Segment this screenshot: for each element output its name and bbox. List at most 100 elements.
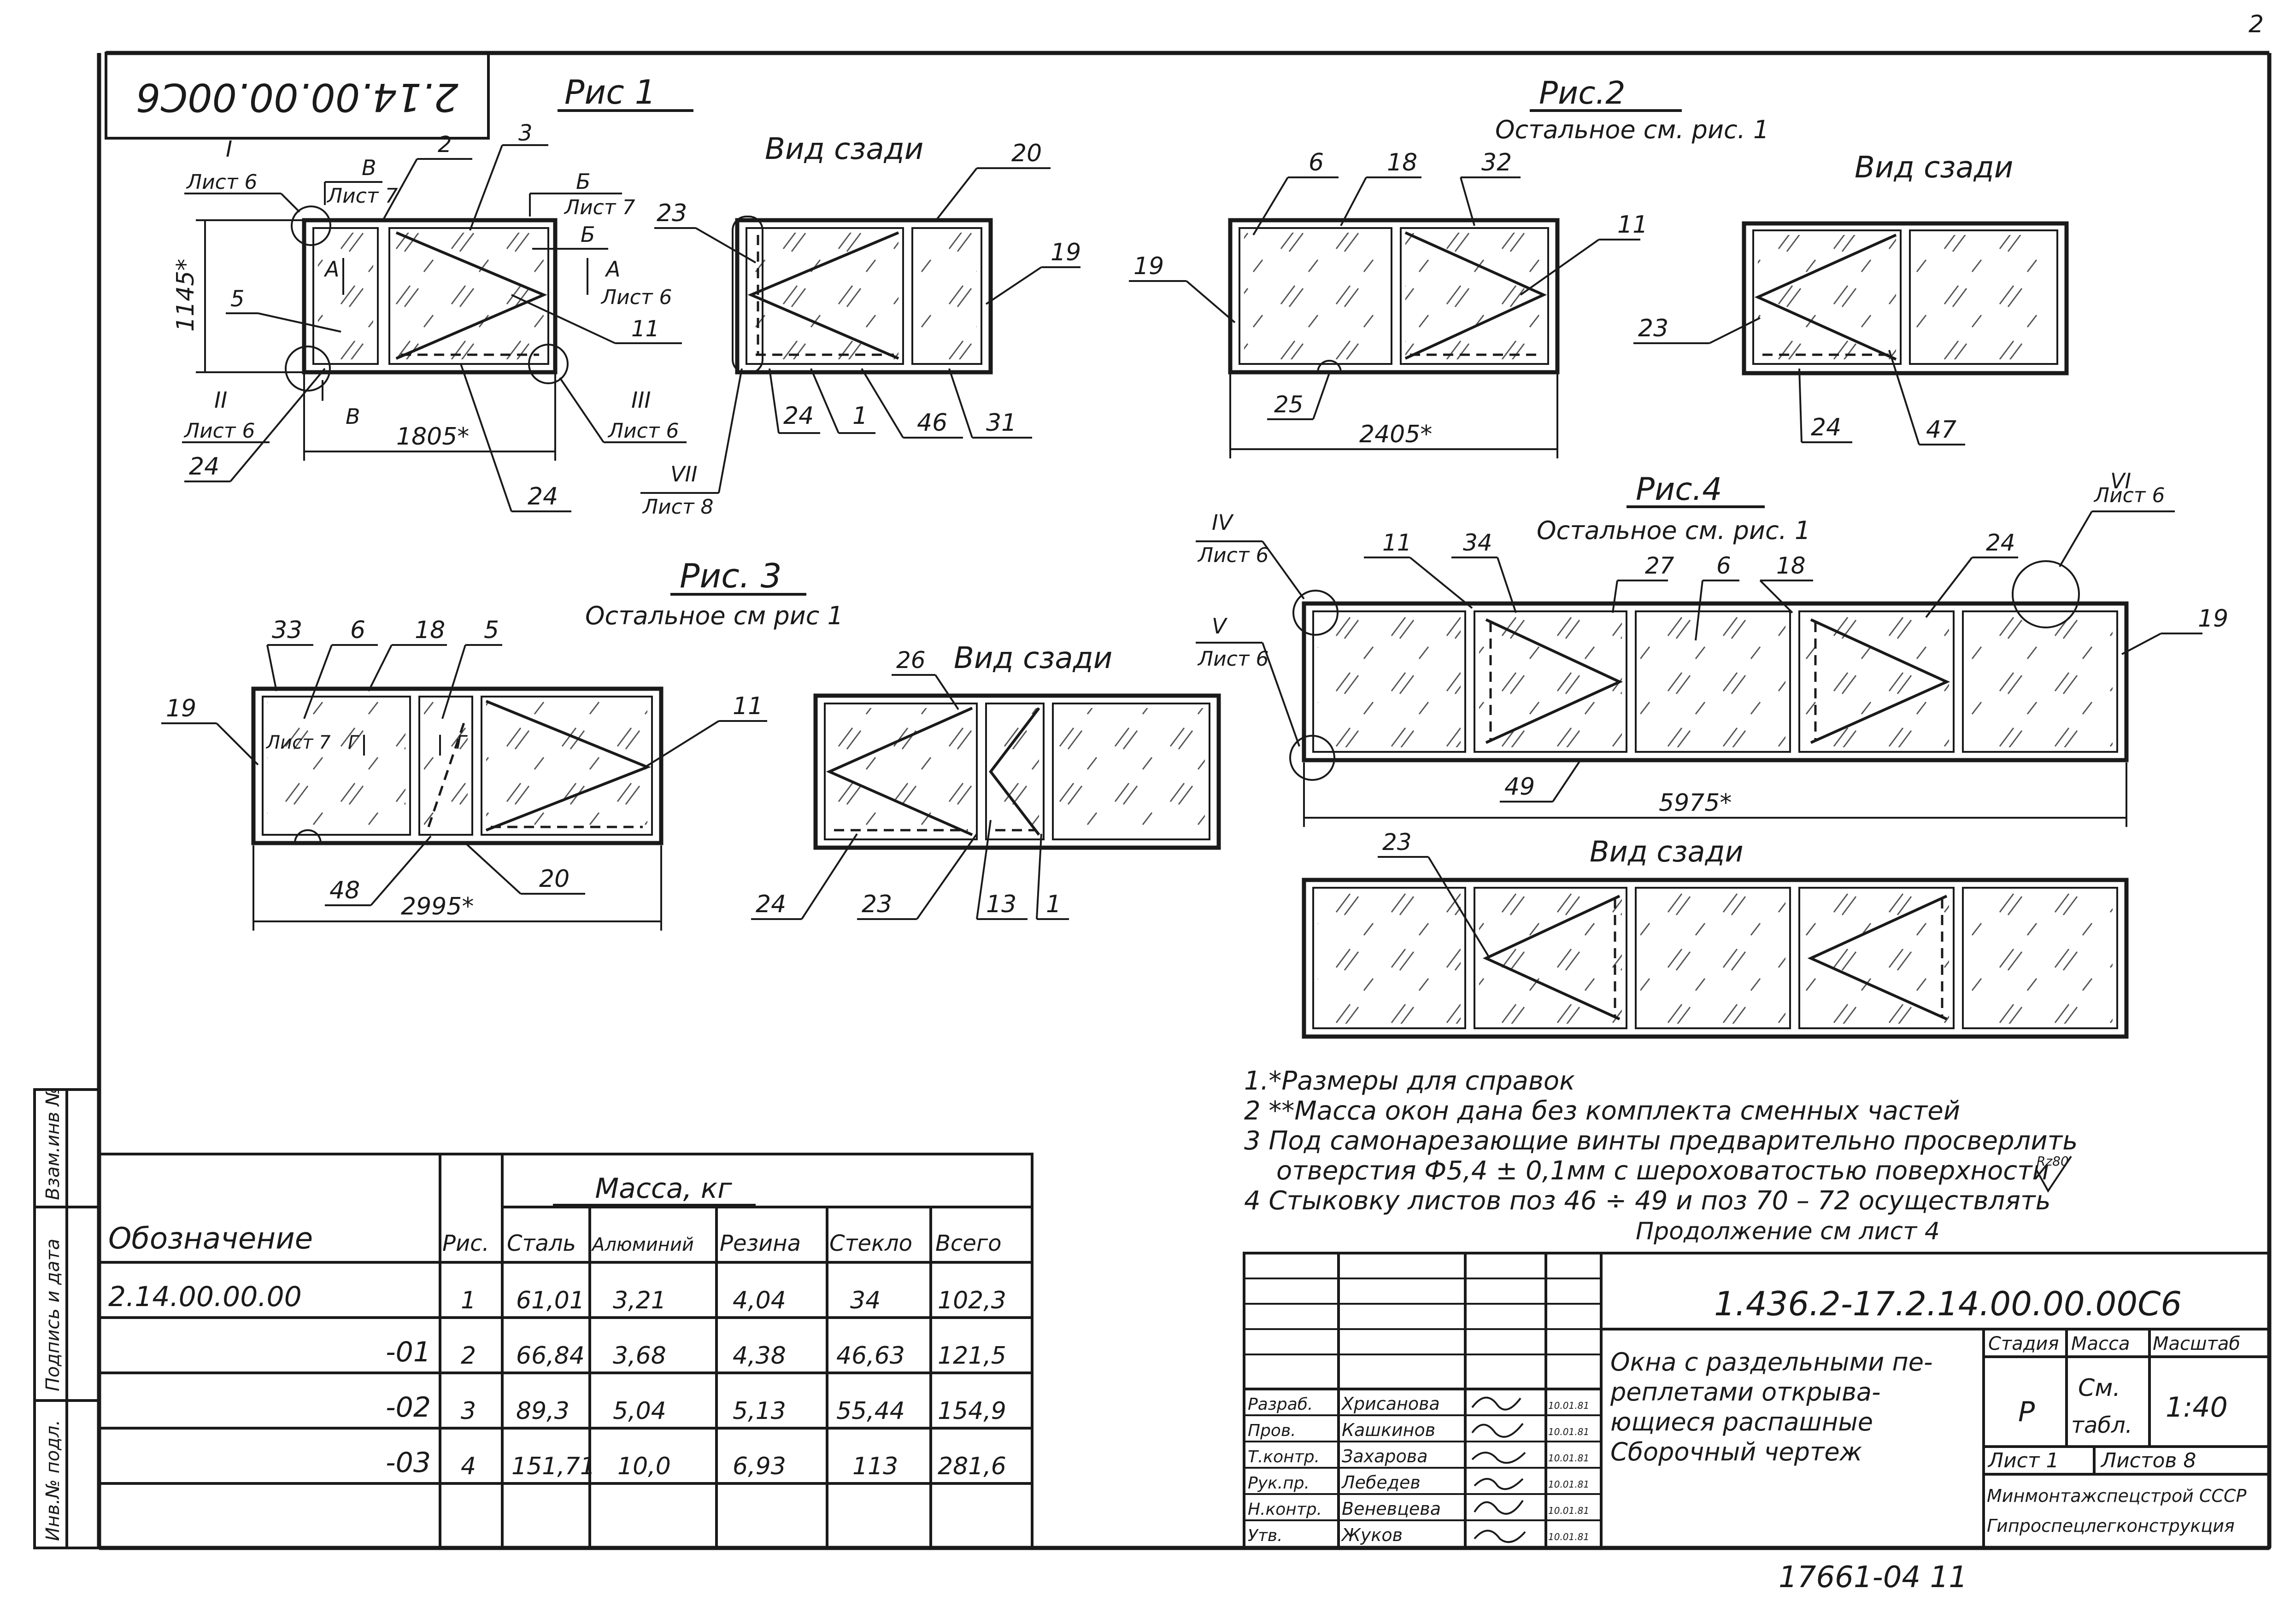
- sheet-corner-number: 2: [2249, 11, 2264, 38]
- label-46-fig1: 46: [917, 409, 947, 437]
- label-24-fig1-back: 24: [783, 402, 814, 430]
- callout-I-sheet: Лист 6: [186, 170, 257, 194]
- label-1-fig1-back: 1: [852, 402, 868, 430]
- signature-row: Разраб. Хрисанова 10.01.81: [1248, 1394, 1589, 1414]
- note-4: 4 Стыковку листов поз 46 ÷ 49 и поз 70 –…: [1244, 1186, 2051, 1216]
- role: Разраб.: [1248, 1395, 1313, 1414]
- figure-2-back-view: Вид сзади 23 24 47: [1633, 151, 2069, 445]
- strip-inv-no: Инв.№ подл.: [42, 1420, 64, 1541]
- role: Рук.пр.: [1248, 1474, 1309, 1493]
- row-total: 121,5: [938, 1342, 1006, 1370]
- row-designation: -01: [386, 1336, 431, 1368]
- callout-V-cut: В: [362, 155, 376, 180]
- label-33-fig3: 33: [272, 616, 302, 644]
- date: 10.01.81: [1548, 1400, 1589, 1411]
- row-glass: 55,44: [836, 1397, 905, 1425]
- col-rubber-header: Резина: [720, 1231, 801, 1256]
- col-designation-header: Обозначение: [108, 1222, 313, 1256]
- top-stamp-code: 2.14.00.00.00С6: [136, 75, 458, 120]
- label-5-fig1: 5: [230, 286, 245, 312]
- fig2-title: Рис.2: [1539, 75, 1625, 111]
- label-11-fig2: 11: [1617, 211, 1648, 239]
- label-23-fig2: 23: [1638, 315, 1668, 342]
- title-block: 1.436.2-17.2.14.00.00.00С6 Окна с раздел…: [1243, 1252, 2271, 1549]
- row-steel: 61,01: [516, 1287, 585, 1314]
- label-6-fig2: 6: [1309, 149, 1324, 176]
- strip-replace-inv: Взам.инв №: [42, 1087, 64, 1200]
- mass-value-line-2: табл.: [2071, 1412, 2132, 1438]
- callout-VII-sheet: Лист 8: [642, 495, 713, 519]
- callout-V-sheet: Лист 7: [326, 184, 398, 208]
- label-19-fig3: 19: [166, 695, 196, 722]
- stage-value: Р: [2018, 1396, 2035, 1428]
- col-fig-header: Рис.: [442, 1231, 489, 1256]
- archive-number: 17661-04 11: [1779, 1560, 1967, 1594]
- callout-V: V: [1212, 614, 1228, 639]
- drawing-code: 1.436.2-17.2.14.00.00.00С6: [1714, 1284, 2182, 1323]
- label-20-fig3: 20: [539, 865, 570, 893]
- row-total: 154,9: [938, 1397, 1006, 1425]
- figure-1: Рис 1 1805* 1145* I Лист 6 В Лист 7 2: [172, 73, 693, 512]
- org-institute: Гипроспецлегконструкция: [1987, 1516, 2235, 1536]
- mass-label: Масса: [2071, 1333, 2130, 1354]
- signature-row: Т.контр. Захарова 10.01.81: [1248, 1446, 1589, 1466]
- person: Жуков: [1341, 1525, 1403, 1545]
- role: Т.контр.: [1248, 1448, 1320, 1466]
- fig1-back-view-title: Вид сзади: [765, 132, 923, 166]
- drawing-title-line-1: Окна с раздельными пе-: [1610, 1348, 1932, 1377]
- fig4-back-view-title: Вид сзади: [1590, 835, 1744, 868]
- col-glass-header: Стекло: [829, 1231, 912, 1256]
- person: Кашкинов: [1342, 1420, 1435, 1440]
- signature-row: Пров. Кашкинов 10.01.81: [1248, 1420, 1589, 1440]
- label-2-fig1: 2: [438, 132, 452, 158]
- row-aluminium: 10,0: [617, 1453, 671, 1480]
- label-23-fig1: 23: [657, 199, 687, 227]
- figure-3: Рис. 3 Остальное см рис 1 Лист 7 Г Г 299…: [161, 557, 843, 931]
- callout-VI-sheet: Лист 6: [2093, 484, 2165, 507]
- person: Хрисанова: [1341, 1394, 1440, 1414]
- table-row: 2.14.00.00.00 1 61,01 3,21 4,04 34 102,3: [108, 1281, 1006, 1314]
- row-glass: 113: [852, 1453, 898, 1480]
- callout-I: I: [226, 136, 232, 162]
- drawing-title-line-2: реплетами открыва-: [1610, 1377, 1881, 1407]
- label-11-fig4: 11: [1382, 529, 1412, 556]
- callout-A-left: А: [323, 257, 339, 281]
- sheet-number: Лист 1: [1987, 1449, 2059, 1472]
- label-19-fig2: 19: [1133, 252, 1164, 280]
- callout-III-sheet: Лист 6: [607, 419, 679, 443]
- row-steel: 66,84: [516, 1342, 585, 1370]
- note-3: 3 Под самонарезающие винты предварительн…: [1244, 1126, 2078, 1156]
- label-18-fig3: 18: [415, 616, 445, 644]
- callout-IV: IV: [1212, 510, 1234, 535]
- row-fig: 2: [461, 1342, 476, 1370]
- callout-II: II: [214, 387, 227, 413]
- stage-label: Стадия: [1988, 1333, 2059, 1354]
- callout-V-sheet: Лист 6: [1197, 647, 1268, 671]
- label-32-fig2: 32: [1481, 149, 1512, 176]
- label-24-fig1-right: 24: [528, 483, 558, 510]
- figure-2: Рис.2 Остальное см. рис. 1 2405* 6 18 32…: [1129, 75, 1769, 458]
- role: Утв.: [1248, 1526, 1283, 1545]
- label-6-fig4: 6: [1716, 552, 1731, 579]
- figure-4: Рис.4 Остальное см. рис. 1 5975* IV Лист…: [1196, 469, 2228, 827]
- general-notes: 1.*Размеры для справок 2 **Масса окон да…: [1244, 1066, 2078, 1245]
- fig3-title: Рис. 3: [680, 557, 781, 595]
- mass-group-header: Масса, кг: [595, 1172, 732, 1205]
- label-27-fig4: 27: [1645, 552, 1674, 579]
- note-3-cont: отверстия Ф5,4 ± 0,1мм с шероховатостью …: [1276, 1156, 2049, 1186]
- drawing-title-line-4: Сборочный чертеж: [1610, 1437, 1862, 1466]
- fig3-G-right: Г: [456, 732, 468, 753]
- scale-label: Масштаб: [2153, 1333, 2240, 1354]
- label-48-fig3: 48: [329, 877, 360, 904]
- org-ministry: Минмонтажспецстрой СССР: [1987, 1486, 2246, 1506]
- signature-row: Утв. Жуков 10.01.81: [1248, 1525, 1589, 1545]
- fig3-back-view-title: Вид сзади: [954, 641, 1112, 675]
- label-47-fig2: 47: [1926, 416, 1956, 444]
- label-11-fig3: 11: [733, 692, 763, 720]
- label-18-fig2: 18: [1387, 149, 1417, 176]
- row-aluminium: 3,68: [613, 1342, 666, 1370]
- label-25-fig2: 25: [1274, 391, 1304, 418]
- callout-VII: VII: [670, 462, 698, 486]
- label-24-fig3: 24: [756, 891, 786, 918]
